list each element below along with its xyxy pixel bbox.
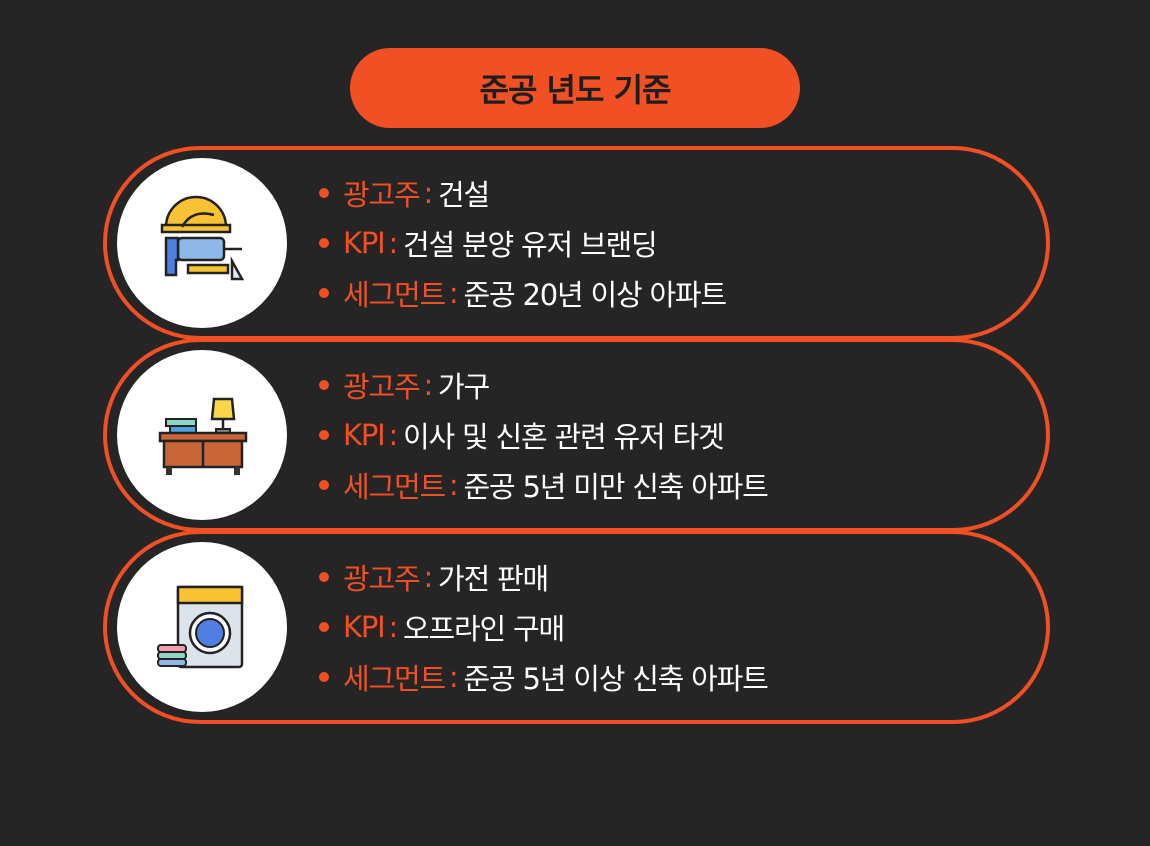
icon-circle [117, 158, 287, 328]
row-value: 이사 및 신혼 관련 유저 타겟 [403, 420, 725, 454]
washing-machine-icon [157, 585, 244, 669]
segment-row: 세그먼트:준공 5년 미만 신축 아파트 [319, 460, 769, 510]
colon: : [423, 176, 433, 210]
row-value: 준공 20년 이상 아파트 [463, 278, 728, 312]
row-label: KPI [343, 226, 386, 260]
icon-circle [117, 350, 287, 520]
bullet-icon [319, 380, 329, 390]
row-label: 세그먼트 [343, 470, 446, 504]
bullet-icon [319, 672, 329, 682]
row-value: 가구 [438, 370, 490, 404]
bullet-icon [319, 238, 329, 248]
colon: : [423, 560, 433, 594]
construction-icon [160, 195, 245, 281]
row-value: 준공 5년 미만 신축 아파트 [463, 470, 769, 504]
row-label: KPI [343, 610, 386, 644]
advertiser-row: 광고주:가구 [319, 360, 768, 410]
advertiser-row: 광고주:가전 판매 [319, 552, 768, 602]
row-label: 세그먼트 [343, 278, 446, 312]
furniture-desk-icon [158, 397, 248, 475]
bullet-icon [319, 188, 329, 198]
title-text: 준공 년도 기준 [479, 71, 672, 109]
row-value: 건설 [438, 178, 490, 212]
bullet-icon [319, 572, 329, 582]
advertiser-row: 광고주:건설 [319, 168, 726, 218]
row-label: 광고주 [343, 562, 421, 596]
row-label: 세그먼트 [343, 662, 446, 696]
bullet-icon [319, 430, 329, 440]
segment-row: 세그먼트:준공 5년 이상 신축 아파트 [319, 652, 769, 702]
kpi-row: KPI:건설 분양 유저 브랜딩 [319, 218, 726, 268]
segment-card-furniture: 광고주:가구 KPI:이사 및 신혼 관련 유저 타겟 세그먼트:준공 5년 미… [103, 338, 1050, 532]
colon: : [423, 368, 433, 402]
kpi-row: KPI:이사 및 신혼 관련 유저 타겟 [319, 410, 768, 460]
segment-card-construction: 광고주:건설 KPI:건설 분양 유저 브랜딩 세그먼트:준공 20년 이상 아… [103, 146, 1050, 340]
colon: : [388, 226, 398, 260]
segment-card-appliance: 광고주:가전 판매 KPI:오프라인 구매 세그먼트:준공 5년 이상 신축 아… [103, 530, 1050, 724]
colon: : [448, 468, 459, 502]
colon: : [388, 418, 398, 452]
bullet-icon [319, 288, 329, 298]
bullet-icon [319, 622, 329, 632]
row-value: 건설 분양 유저 브랜딩 [403, 228, 658, 262]
row-value: 오프라인 구매 [403, 612, 565, 646]
section-title: 준공 년도 기준 [350, 48, 800, 128]
colon: : [448, 660, 459, 694]
icon-circle [117, 542, 287, 712]
bullet-icon [319, 480, 329, 490]
row-label: 광고주 [343, 370, 421, 404]
colon: : [448, 276, 459, 310]
row-label: 광고주 [343, 178, 421, 212]
kpi-row: KPI:오프라인 구매 [319, 602, 768, 652]
row-value: 가전 판매 [438, 562, 549, 596]
row-label: KPI [343, 418, 386, 452]
colon: : [388, 610, 398, 644]
row-value: 준공 5년 이상 신축 아파트 [463, 662, 769, 696]
segment-row: 세그먼트:준공 20년 이상 아파트 [319, 268, 728, 318]
